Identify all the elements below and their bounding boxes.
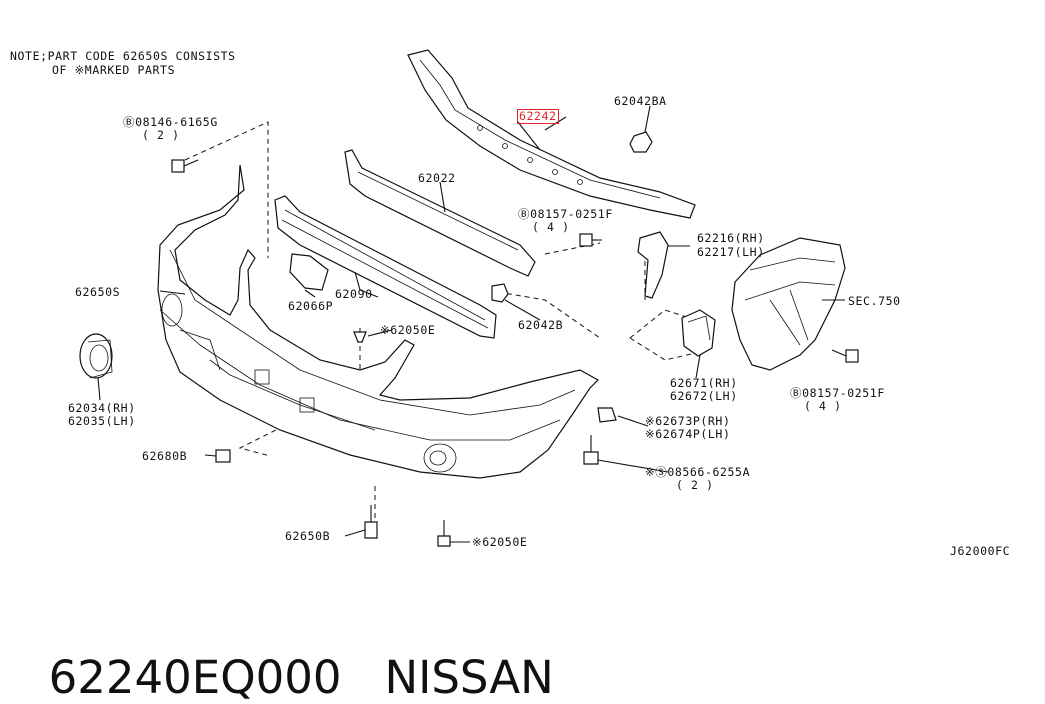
stay-62216 (637, 231, 669, 299)
diagram-drawing (79, 49, 859, 547)
absorber-62022 (344, 149, 536, 277)
caption: 62240EQ000 NISSAN (20, 598, 554, 704)
reinforcement-62242 (407, 49, 696, 219)
nut-62042BA (629, 131, 653, 153)
label-62090[interactable]: 62090 (335, 287, 373, 301)
label-62217[interactable]: 62217(LH) (697, 245, 765, 259)
label-62242-highlighted[interactable]: 62242 (517, 109, 559, 124)
label-62650B[interactable]: 62650B (285, 529, 331, 543)
label-62050E-top[interactable]: ※62050E (380, 323, 436, 337)
clip-62680B (215, 449, 231, 463)
parts-diagram: NOTE;PART CODE 62650S CONSISTS OF ※MARKE… (10, 49, 1011, 704)
clip-62673P (597, 407, 617, 423)
bracket-62671 (681, 309, 716, 357)
label-62035[interactable]: 62035(LH) (68, 414, 136, 428)
label-bolt-08157-upper-qty: ( 4 ) (532, 220, 570, 234)
label-62022[interactable]: 62022 (418, 171, 456, 185)
label-62650S[interactable]: 62650S (75, 285, 121, 299)
screw-62050E-bottom (437, 520, 451, 547)
label-screw-08566[interactable]: ※Ⓢ08566-6255A (645, 465, 751, 479)
label-bolt-08157-upper[interactable]: Ⓑ08157-0251F (518, 207, 613, 221)
fog-lamp (79, 333, 113, 379)
label-bolt-08146[interactable]: Ⓑ08146-6165G (123, 115, 218, 129)
screw-62650B (364, 505, 378, 539)
label-62050E-bottom[interactable]: ※62050E (472, 535, 528, 549)
note-line-2: OF ※MARKED PARTS (52, 63, 176, 77)
body-side (731, 237, 846, 371)
label-bolt-08157-lower-qty: ( 4 ) (804, 399, 842, 413)
label-sec-750[interactable]: SEC.750 (848, 294, 901, 308)
label-bolt-08146-qty: ( 2 ) (142, 128, 180, 142)
label-62674P[interactable]: ※62674P(LH) (645, 427, 731, 441)
bolt-08157-upper (579, 233, 602, 247)
diagram-code: J62000FC (950, 544, 1011, 558)
label-62673P[interactable]: ※62673P(RH) (645, 414, 731, 428)
clip-62050E-top (353, 331, 367, 343)
caption-gap (342, 651, 385, 704)
label-62216[interactable]: 62216(RH) (697, 231, 765, 245)
label-bolt-08157-lower[interactable]: Ⓑ08157-0251F (790, 386, 885, 400)
part-number: 62240EQ000 (48, 651, 342, 704)
screw-08566 (583, 435, 599, 465)
label-62066P[interactable]: 62066P (288, 299, 334, 313)
armature-62090 (274, 195, 497, 339)
bolt-08157-lower (831, 349, 859, 363)
label-62042BA[interactable]: 62042BA (614, 94, 667, 108)
label-62042B[interactable]: 62042B (518, 318, 564, 332)
bumper-fascia (157, 164, 599, 479)
label-62672[interactable]: 62672(LH) (670, 389, 738, 403)
bolt-08146 (171, 159, 199, 173)
note-line-1: NOTE;PART CODE 62650S CONSISTS (10, 49, 236, 63)
brand-name: NISSAN (384, 651, 554, 704)
nut-62042B (491, 283, 509, 303)
bracket-62066P (289, 253, 329, 291)
label-screw-08566-qty: ( 2 ) (676, 478, 714, 492)
label-62680B[interactable]: 62680B (142, 449, 188, 463)
label-62671[interactable]: 62671(RH) (670, 376, 738, 390)
label-62034[interactable]: 62034(RH) (68, 401, 136, 415)
